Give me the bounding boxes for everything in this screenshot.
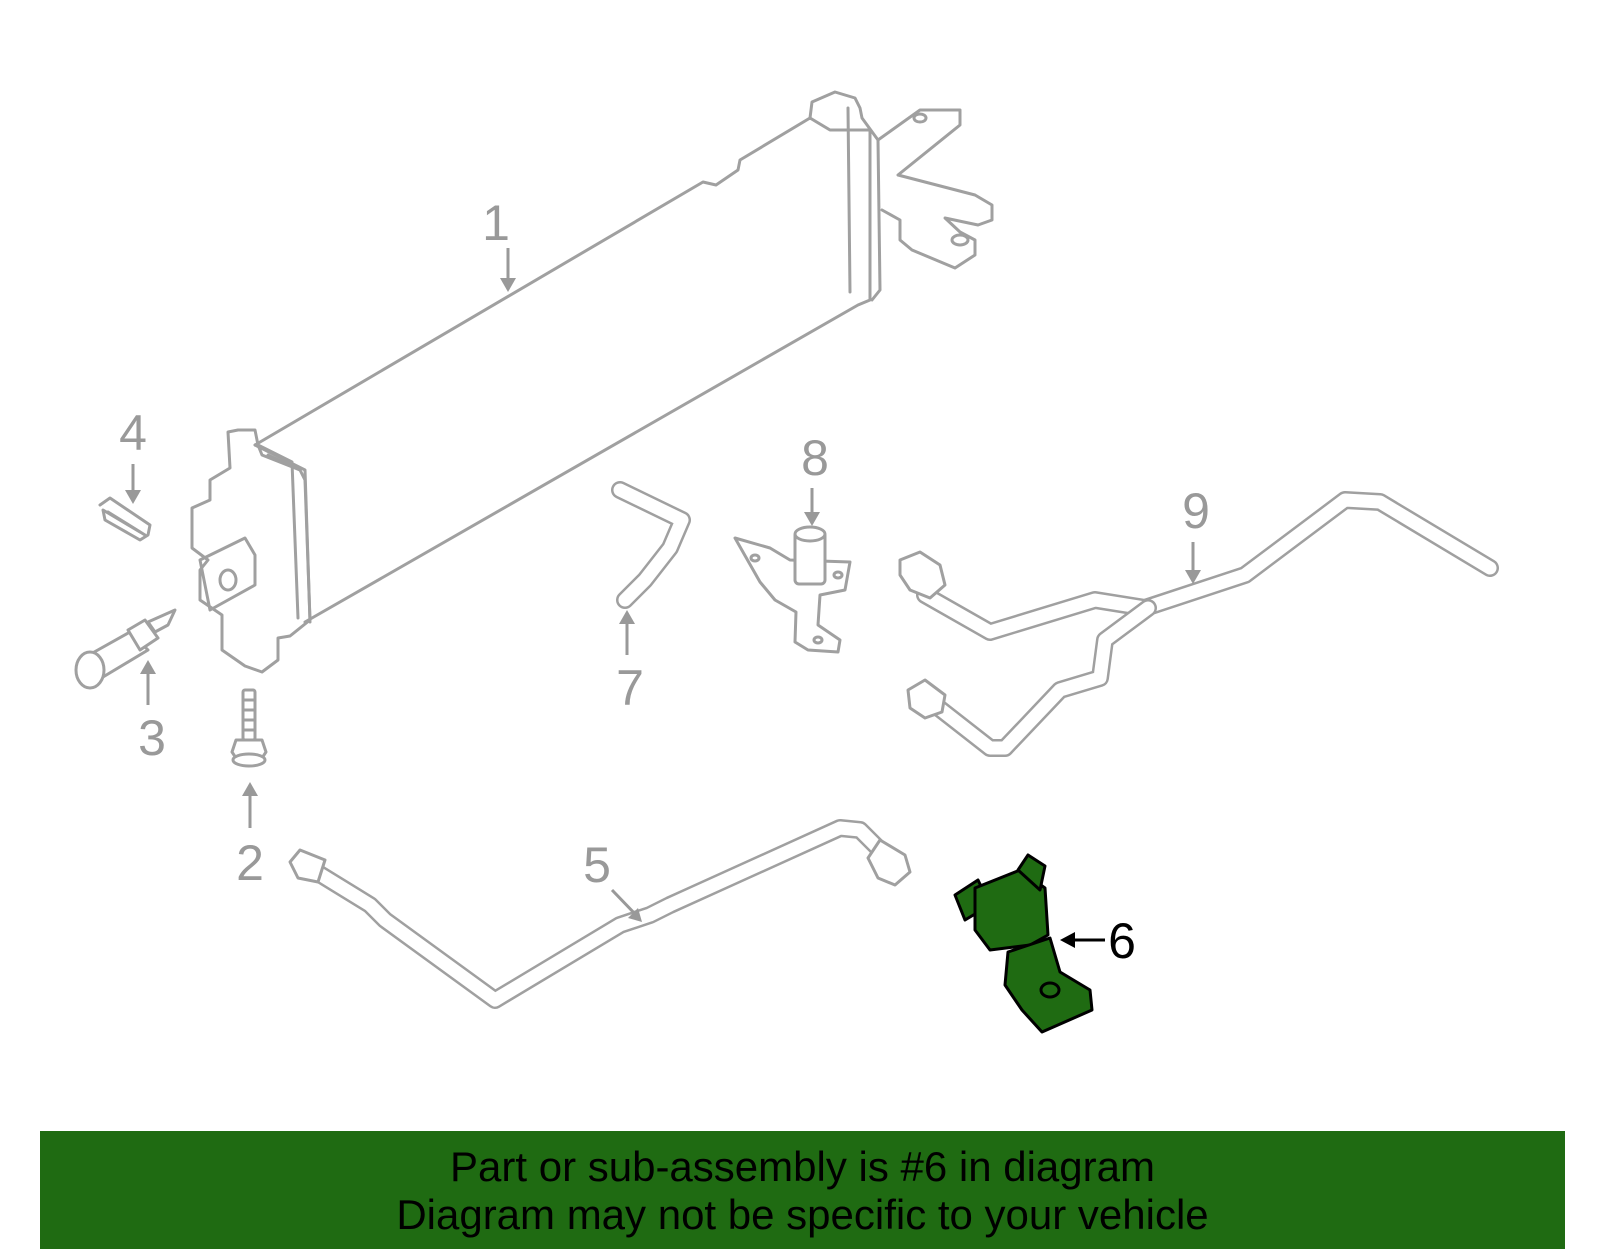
callout-3-number: 3 [138, 710, 166, 766]
clip-part-4[interactable] [98, 496, 152, 542]
callout-2-number: 2 [236, 835, 264, 891]
hose-part-7[interactable] [611, 481, 691, 609]
callout-4-number: 4 [119, 405, 147, 461]
callout-8-number: 8 [801, 430, 829, 486]
callout-9-number: 9 [1182, 483, 1210, 539]
cooler-line-part-9[interactable] [898, 491, 1499, 757]
callout-7-number: 7 [616, 660, 644, 716]
sensor-part-3[interactable] [74, 608, 177, 690]
callout-9: 9 [1182, 483, 1210, 584]
callout-1-number: 1 [482, 195, 510, 251]
callout-6: 6 [1060, 913, 1136, 969]
valve-part-6-highlighted[interactable] [953, 853, 1094, 1034]
callout-7: 7 [616, 610, 644, 716]
callout-5-number: 5 [583, 837, 611, 893]
bolt-part-2[interactable] [230, 688, 268, 768]
banner-line-1: Part or sub-assembly is #6 in diagram [450, 1143, 1155, 1190]
callout-5: 5 [583, 837, 642, 922]
callout-6-number: 6 [1108, 913, 1136, 969]
callout-8: 8 [801, 430, 829, 526]
oil-cooler-part-1[interactable] [190, 90, 994, 674]
info-banner: Part or sub-assembly is #6 in diagram Di… [40, 1131, 1565, 1249]
bracket-part-8[interactable] [733, 525, 852, 654]
parts-diagram: 1 2 3 4 5 6 7 8 9 [74, 90, 1499, 1034]
callout-4: 4 [119, 405, 147, 504]
callout-3: 3 [138, 660, 166, 766]
callout-1: 1 [482, 195, 516, 292]
callout-2: 2 [236, 782, 264, 891]
banner-line-2: Diagram may not be specific to your vehi… [396, 1191, 1209, 1238]
